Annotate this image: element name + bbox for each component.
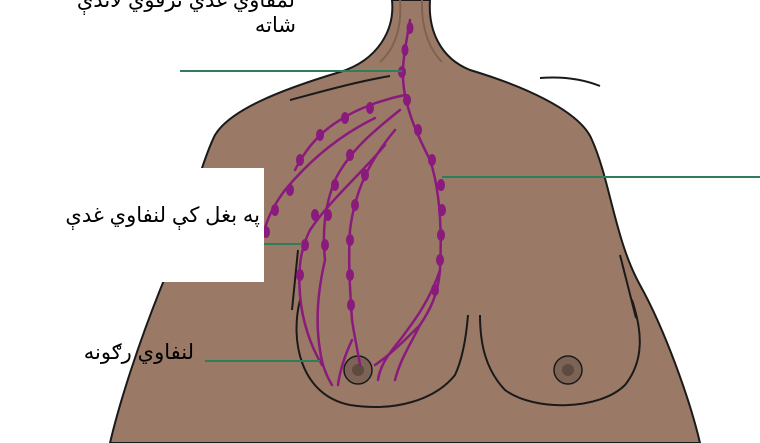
collarbone-right: [540, 77, 600, 86]
areola-right: [554, 356, 582, 384]
pointer-line-axillary: [262, 243, 302, 245]
label-top-line1: لمفاوي غدي ترقوي لاندې: [77, 0, 295, 13]
label-axillary-nodes: په بغل کې لنفاوي غدې: [65, 204, 260, 228]
label-top-line2: شاته: [255, 14, 296, 38]
label-lymph-vessels: لنفاوي رګونه: [84, 341, 194, 365]
pointer-line-vessels: [205, 360, 320, 362]
pointer-line-chain: [442, 176, 760, 178]
pointer-line-supraclavicular: [180, 70, 402, 72]
